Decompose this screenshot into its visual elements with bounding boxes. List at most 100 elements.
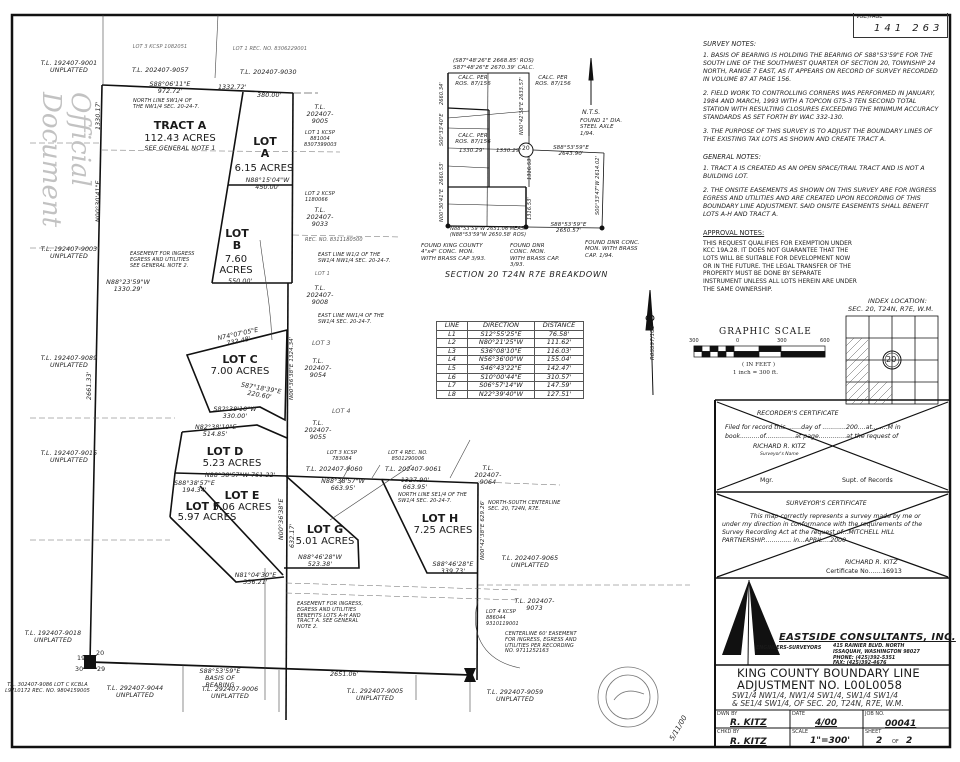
breakdown-label: CALC. PER ROS. 87/156 [455, 133, 491, 146]
scale-label: SCALE [792, 729, 809, 735]
breakdown-label: CALC. PER ROS. 87/156 [535, 75, 571, 88]
breakdown-label: FOUND DNR CONC. MON. WITH BRASS CAP. 1/9… [585, 240, 640, 259]
lot-a-name: LOT A [253, 135, 277, 161]
firm-name: EASTSIDE CONSULTANTS, INC. [779, 632, 956, 643]
lot-f-name: LOT F [185, 500, 221, 513]
bearing-label: S88°38'57"E 194.34' [174, 480, 215, 495]
quarter-corner-monument [464, 668, 476, 682]
scale-value: 1"=300' [810, 736, 851, 746]
watermark: Official Document [36, 92, 95, 228]
general-note: 1. TRACT A IS CREATED AS AN OPEN SPACE/T… [703, 164, 925, 180]
sheet-number: 2 [876, 736, 883, 746]
recorders-certificate-title: RECORDER'S CERTIFICATE [757, 410, 839, 417]
tax-lot-label: T.L. 292407-9006 UNPLATTED [201, 686, 259, 701]
plat-boundaries [89, 84, 479, 721]
breakdown-label: 1316.53' [527, 157, 533, 180]
lot-h-name: LOT H [421, 512, 459, 525]
bearing-label: N82°38'10"E 514.85' [195, 424, 237, 439]
vol-page-box: VOL./PAGE 141 263 [853, 13, 948, 38]
north-arrow-reference: R0SS97/106 [650, 325, 656, 360]
index-location-title: INDEX LOCATION: [868, 297, 928, 305]
firm-logo [722, 579, 780, 666]
bearing-label: N00°36'38"E 1324.34' [289, 336, 295, 400]
approval-notes-heading: APPROVAL NOTES: [703, 229, 765, 238]
surveyor-name-caption: Surveyor's Name [760, 452, 799, 457]
line-annotation: NORTH LINE SW1/4 OF THE NW1/4 SEC. 20-24… [133, 98, 200, 110]
cell: 147.59' [534, 381, 584, 391]
cell: N22°39'40"W [467, 389, 535, 400]
sheet-label: SHEET [865, 729, 882, 735]
breakdown-label: 1330.29' [496, 148, 522, 154]
breakdown-north-arrow [588, 57, 594, 105]
tract-a-north-line [101, 84, 294, 94]
east-line [285, 282, 289, 721]
tax-lot-label: T.L. 192407-9089 UNPLATTED [40, 355, 98, 370]
bearing-label: S82°38'10"W 330.00' [213, 406, 257, 421]
checked-by-label: CHKD BY [717, 729, 740, 735]
line-annotation: NORTH-SOUTH CENTERLINE SEC. 20, T24N, R7… [488, 500, 561, 512]
tax-lot-label: T.L. 192407-9001 UNPLATTED [40, 60, 98, 75]
distance-label: 1330.17' [95, 101, 102, 130]
tax-lot-label: T.L. 202407-9030 [240, 69, 297, 76]
description-line: & SE1/4 SW1/4, OF SEC. 20, T24N, R7E, W.… [732, 699, 904, 709]
tax-lot-label: T.L. 292407-9005 UNPLATTED [346, 688, 404, 703]
breakdown-label: N00°42'38"E 2633.57' [519, 77, 525, 135]
index-location-grid [845, 315, 939, 405]
line-annotation: EAST LINE W1/2 OF THE SW1/4 NW1/4 SEC. 2… [318, 252, 391, 264]
cell: L7 [436, 381, 468, 391]
cell: 127.51' [534, 389, 584, 400]
lot-ref-label: REC. NO. 8311180500 [305, 237, 363, 243]
certificate-number: Certificate No.......16913 [826, 568, 902, 575]
section-corner-number: 29 [97, 666, 106, 673]
easement-annotation: CENTERLINE 60' EASEMENT FOR INGRESS, EGR… [505, 631, 577, 655]
col-header: DISTANCE [534, 321, 584, 331]
drawn-by-value: R. KITZ [730, 718, 767, 728]
approval-note: THIS REQUEST QUALIFIES FOR EXEMPTION UND… [703, 240, 857, 293]
graphic-scale-title: GRAPHIC SCALE [719, 327, 812, 337]
bearing-label: N00°42'38"E 629.26' [480, 500, 486, 560]
index-location-subtitle: SEC. 20, T24N, R7E, W.M. [848, 305, 934, 313]
breakdown-label: FOUND 1" DIA. STEEL AXLE 1/94. [580, 118, 623, 137]
surveyor-signature: RICHARD R. KITZ [845, 559, 898, 566]
lot-f-area: 5.97 ACRES [177, 512, 237, 523]
nts-label: N.T.S. [582, 109, 601, 116]
lot-ref-label: LOT 1 [315, 271, 330, 277]
lot-d-area: 5.23 ACRES [202, 458, 262, 469]
breakdown-label: 1316.53' [527, 197, 533, 220]
section-corner-number: 19 [77, 655, 86, 662]
tax-lot-label: T.L. 202407-9073 [514, 598, 555, 613]
job-no-value: 00041 [885, 719, 917, 729]
breakdown-label: 1330.29' [459, 148, 485, 154]
lot-ref-label: LOT 2 KCSP 1180066 [305, 191, 335, 203]
section-corner-number: 20 [96, 650, 105, 657]
section-corner-number: 30 [75, 666, 84, 673]
survey-note: 3. THE PURPOSE OF THIS SURVEY IS TO ADJU… [703, 128, 933, 144]
address-line: 415 RAINIER BLVD. NORTH [833, 644, 905, 649]
document-title: KING COUNTY BOUNDARY LINE ADJUSTMENT NO.… [737, 667, 920, 691]
line-annotation: EAST LINE NW1/4 OF THE SW1/4 SEC. 20-24-… [318, 313, 385, 325]
sheet-of: OF [892, 739, 899, 745]
tax-lot-label: T.L. 192407-9015 UNPLATTED [40, 450, 98, 465]
distance-label: 2651.06' [330, 671, 359, 678]
lot-g-name: LOT G [306, 523, 344, 536]
cell: S06°57'14"W [467, 381, 535, 391]
section-breakdown-diagram [445, 72, 605, 231]
lot-a-east-line [291, 92, 294, 284]
distance-label: 1332.72' [218, 84, 247, 91]
bearing-label: N81°04'30"E 336.21' [234, 572, 277, 587]
vol-page-value: 141 263 [874, 23, 944, 34]
lot-b-area: 7.60 ACRES [219, 254, 253, 276]
surveyor-name: RICHARD R. KITZ [753, 443, 806, 450]
col-header: LINE [436, 321, 468, 331]
supt-label: Supt. of Records [842, 477, 893, 484]
lot-ref-label: LOT 3 KCSP 783084 [327, 450, 357, 462]
notes-panel: SURVEY NOTES: 1. BASIS OF BEARING IS HOL… [703, 40, 943, 300]
lot-e-name: LOT E [224, 489, 260, 502]
sheet-total: 2 [906, 736, 913, 746]
distance-label: 1327.90' 663.95' [400, 477, 430, 492]
scale-tick: 300 [689, 338, 699, 344]
line-annotation: NORTH LINE SE1/4 OF THE SW1/4 SEC. 20-24… [398, 492, 467, 504]
